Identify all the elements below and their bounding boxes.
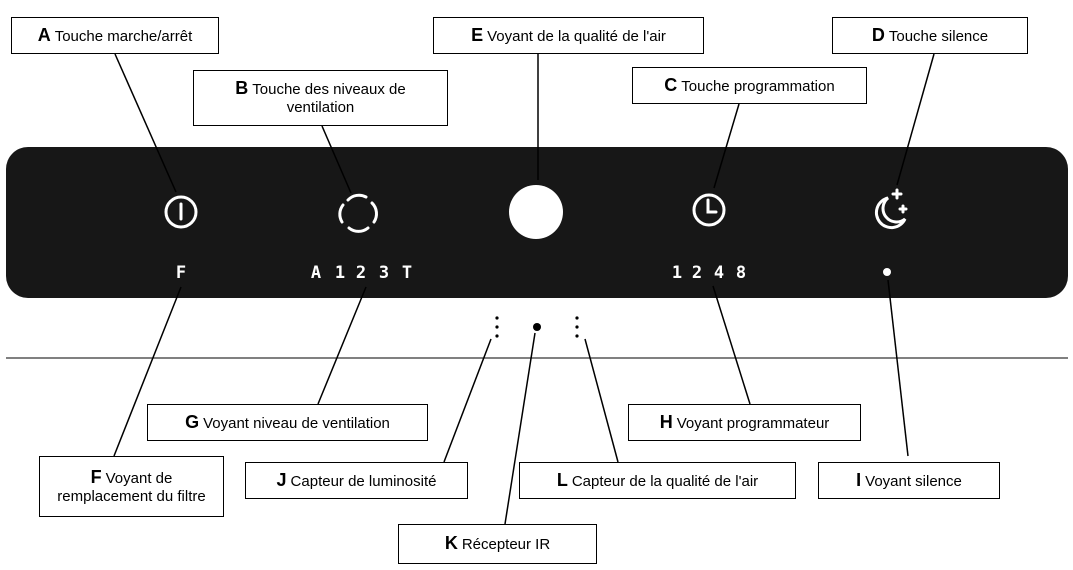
leader-line-f — [113, 286, 182, 457]
moon-icon — [874, 188, 908, 230]
timer-level-indicator: 4 — [714, 263, 724, 283]
leader-line-d — [896, 53, 935, 186]
leader-line-h — [712, 285, 751, 405]
timer-level-indicator: 1 — [672, 263, 682, 283]
leader-line-i — [887, 279, 909, 457]
air-quality-sensor — [575, 316, 579, 338]
fan-icon — [338, 193, 378, 233]
timer-level-indicator: 8 — [736, 263, 746, 283]
leader-line-b — [321, 125, 352, 194]
fan-level-indicator: 3 — [379, 263, 389, 283]
fan-level-indicator: 1 — [335, 263, 345, 283]
leader-line-l — [584, 338, 619, 463]
fan-level-indicator: T — [402, 263, 412, 283]
fan-level-indicator: A — [311, 263, 321, 283]
ir-receiver — [533, 323, 541, 331]
air-quality-light — [509, 185, 563, 239]
filter-indicator: F — [176, 263, 186, 283]
timer-level-indicator: 2 — [692, 263, 702, 283]
leader-line-g — [317, 286, 367, 405]
clock-icon — [692, 193, 726, 227]
fan-level-indicator: 2 — [356, 263, 366, 283]
light-sensor — [495, 316, 499, 338]
leader-line-c — [713, 103, 740, 189]
power-icon — [164, 195, 198, 229]
timer-level-indicators: 1 2 4 8 — [672, 263, 746, 283]
leader-lines — [113, 53, 935, 525]
leader-line-a — [114, 53, 177, 193]
leader-line-j — [443, 338, 492, 463]
fan-level-indicators: A 1 2 3 T — [311, 263, 412, 283]
silence-indicator — [883, 268, 891, 276]
leader-line-k — [504, 332, 536, 525]
